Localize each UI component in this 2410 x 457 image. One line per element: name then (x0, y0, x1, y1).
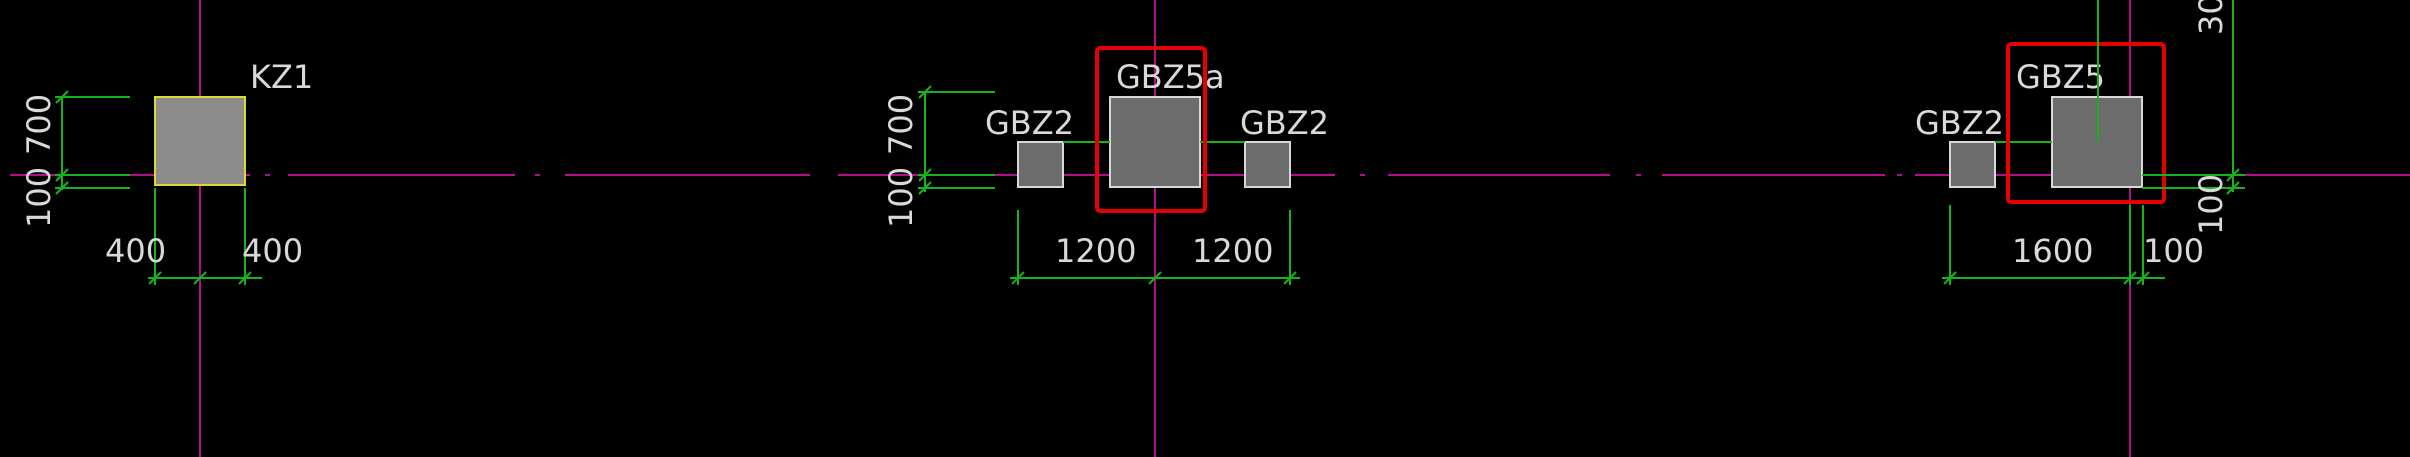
dim-top-g2: 700 (882, 94, 920, 155)
label-gbz5: GBZ5 (2016, 58, 2105, 96)
dim-vertical-g3: 100 (2192, 174, 2230, 235)
label-gbz5a: GBZ5a (1116, 58, 1225, 96)
dimension-lines-g1 (55, 90, 262, 285)
dim-left-g1: 400 (105, 232, 166, 270)
column-gbz2-right-g2 (1244, 141, 1291, 188)
dim-left-g2: 1200 (1055, 232, 1136, 270)
dim-bottom-g1: 100 (20, 167, 58, 228)
dimension-lines-g2 (918, 85, 1300, 285)
group-gbz5a: GBZ2 GBZ5a GBZ2 700 100 1200 1200 (882, 46, 1329, 285)
highlight-box-gbz5 (2006, 42, 2166, 204)
dimension-lines-g3 (1942, 0, 2245, 285)
group-gbz5: GBZ2 GBZ5 1600 100 100 300 (1915, 0, 2245, 285)
highlight-box-gbz5a (1095, 46, 1207, 213)
column-gbz2-left-g3 (1949, 141, 1996, 188)
label-gbz2-left-g3: GBZ2 (1915, 104, 2004, 142)
dim-right-g3: 100 (2143, 232, 2204, 270)
dim-top-g1: 700 (20, 94, 58, 155)
column-gbz5a (1109, 96, 1201, 188)
dim-right-g1: 400 (242, 232, 303, 270)
column-label-kz1: KZ1 (250, 58, 313, 96)
dim-right-g2: 1200 (1192, 232, 1273, 270)
column-gbz2-left-g2 (1017, 141, 1064, 188)
group-kz1: KZ1 700 100 400 400 (20, 58, 313, 285)
column-kz1 (154, 96, 246, 186)
dim-left-g3: 1600 (2012, 232, 2093, 270)
label-gbz2-right-g2: GBZ2 (1240, 104, 1329, 142)
dim-bottom-g2: 100 (882, 167, 920, 228)
label-gbz2-left-g2: GBZ2 (985, 104, 1074, 142)
dim-top-partial-g3: 300 (2192, 0, 2230, 35)
